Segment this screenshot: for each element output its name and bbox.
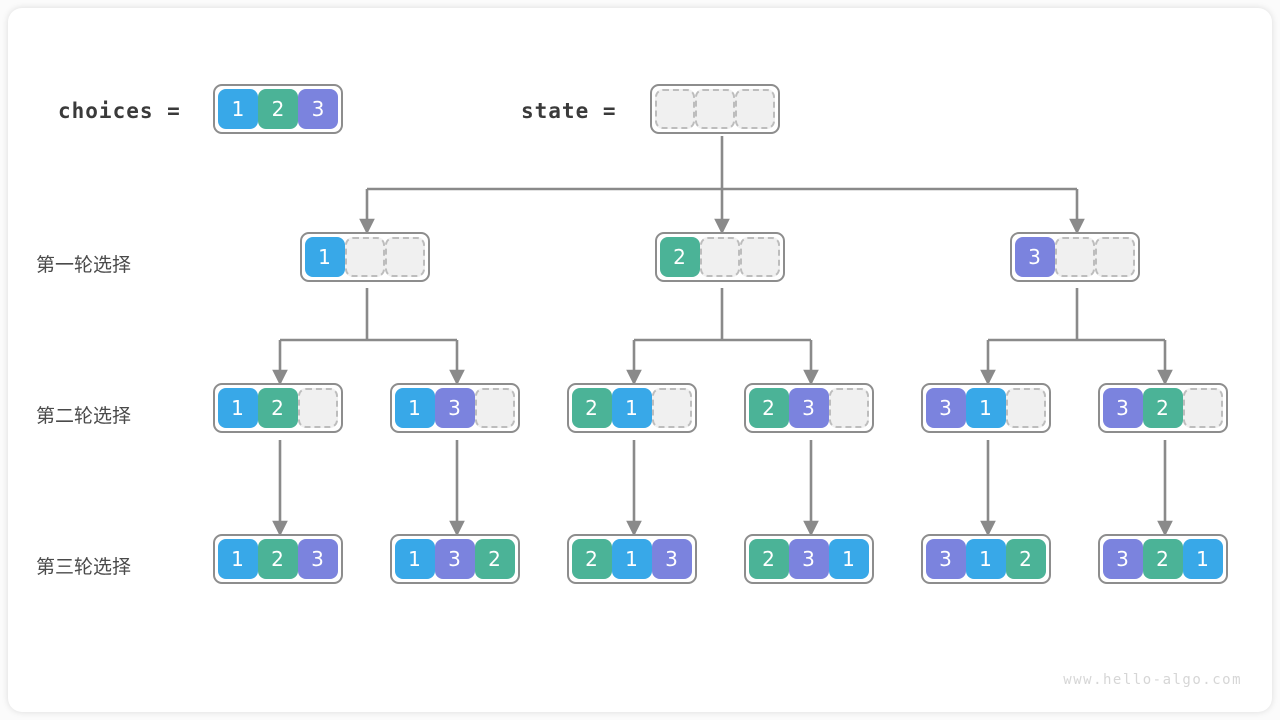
node-round2-3-cell: 3: [788, 388, 829, 428]
choices-label: choices =: [58, 99, 181, 123]
node-round3-2-cell: 3: [651, 539, 692, 579]
node-round3-4-cell: 1: [965, 539, 1006, 579]
node-round1-1: 2: [654, 232, 785, 282]
node-round2-3-cell: 2: [748, 388, 789, 428]
node-round3-0-cell: 3: [297, 539, 338, 579]
node-round3-3-cell: 1: [828, 539, 869, 579]
node-round1-2-empty-cell: [1054, 237, 1095, 277]
node-round2-5-empty-cell: [1182, 388, 1223, 428]
node-round2-1-empty-cell: [474, 388, 515, 428]
watermark: www.hello-algo.com: [1063, 672, 1242, 688]
node-round2-4-cell: 1: [965, 388, 1006, 428]
node-round3-0-cell: 2: [257, 539, 298, 579]
node-round2-0-cell: 2: [257, 388, 298, 428]
node-round3-1-cell: 3: [434, 539, 475, 579]
row-label-round3: 第三轮选择: [36, 556, 132, 578]
node-round2-4-empty-cell: [1005, 388, 1046, 428]
node-round3-3-cell: 3: [788, 539, 829, 579]
state-empty-cell: [735, 89, 775, 129]
node-round3-2-cell: 2: [571, 539, 612, 579]
node-round1-2-empty-cell: [1094, 237, 1135, 277]
node-round3-1-cell: 1: [394, 539, 435, 579]
node-round1-1-cell: 2: [659, 237, 700, 277]
node-round3-1-cell: 2: [474, 539, 515, 579]
state-empty-cell: [655, 89, 695, 129]
node-round1-1-empty-cell: [699, 237, 740, 277]
node-round1-2: 3: [1009, 232, 1140, 282]
node-round1-0: 1: [299, 232, 430, 282]
node-round1-0-empty-cell: [344, 237, 385, 277]
node-round2-4-cell: 3: [925, 388, 966, 428]
node-round1-0-empty-cell: [384, 237, 425, 277]
row-label-round1: 第一轮选择: [36, 254, 132, 276]
choices-cell: 3: [298, 89, 338, 129]
choices-cell: 2: [258, 89, 298, 129]
node-round1-1-empty-cell: [739, 237, 780, 277]
choices-cell: 1: [218, 89, 258, 129]
node-round3-4-cell: 2: [1005, 539, 1046, 579]
state-label: state =: [521, 99, 617, 123]
node-round2-5-cell: 2: [1142, 388, 1183, 428]
node-round3-2-cell: 1: [611, 539, 652, 579]
node-round1-0-cell: 1: [304, 237, 345, 277]
node-round2-3-empty-cell: [828, 388, 869, 428]
row-label-round2: 第二轮选择: [36, 405, 132, 427]
node-round2-2-cell: 1: [611, 388, 652, 428]
node-round1-2-cell: 3: [1014, 237, 1055, 277]
node-round3-3-cell: 2: [748, 539, 789, 579]
state-array: [650, 84, 780, 134]
diagram-card: [8, 8, 1272, 712]
node-round3-5-cell: 2: [1142, 539, 1183, 579]
node-round3-0-cell: 1: [217, 539, 258, 579]
node-round2-2-cell: 2: [571, 388, 612, 428]
state-empty-cell: [695, 89, 735, 129]
node-round3-5-cell: 3: [1102, 539, 1143, 579]
node-round2-1-cell: 3: [434, 388, 475, 428]
node-round2-0-cell: 1: [217, 388, 258, 428]
node-round3-5-cell: 1: [1182, 539, 1223, 579]
node-round3-4-cell: 3: [925, 539, 966, 579]
node-round2-1-cell: 1: [394, 388, 435, 428]
node-round2-2-empty-cell: [651, 388, 692, 428]
node-round2-5-cell: 3: [1102, 388, 1143, 428]
node-round2-0-empty-cell: [297, 388, 338, 428]
